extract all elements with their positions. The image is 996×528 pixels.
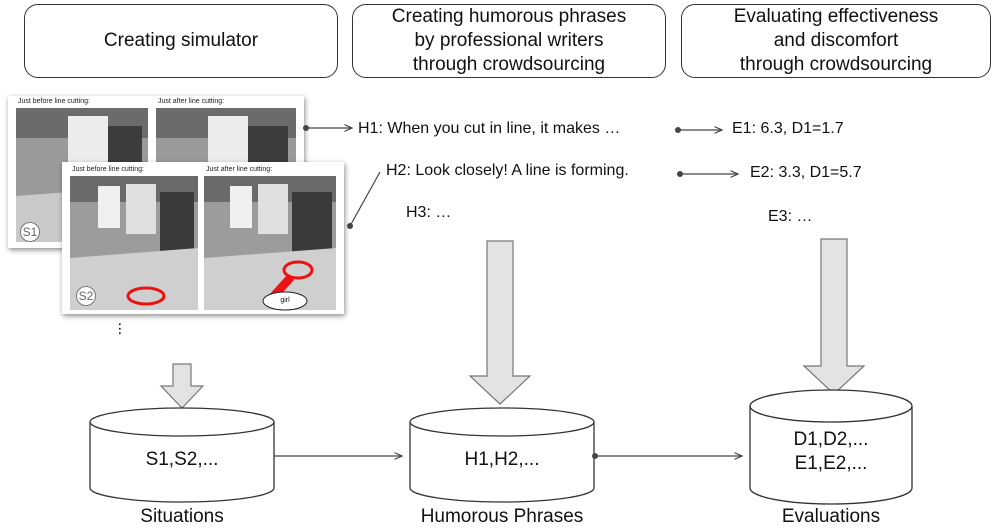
header-label: Evaluating effectiveness and discomfort … <box>733 6 939 75</box>
caption-after: Just after line cutting: <box>206 166 273 173</box>
down-arrow-evaluations <box>802 238 866 395</box>
connector-s1-h1 <box>303 125 352 131</box>
database-situations-content: S1,S2,... <box>145 449 219 470</box>
phrase-h1: H1: When you cut in line, it makes … <box>358 120 621 137</box>
situation-screenshot-s2: Just before line cutting: Just after lin… <box>62 162 344 314</box>
phrase-text: Look closely! A line is forming. <box>415 162 629 179</box>
phrase-id: H1 <box>358 120 379 137</box>
database-phrases <box>409 407 595 503</box>
label-situations: Situations <box>140 506 224 527</box>
header-label: Creating simulator <box>103 30 259 51</box>
connector-h2-e2 <box>677 171 738 177</box>
caption-after: Just after line cutting: <box>158 98 225 105</box>
header-creating-simulator: Creating simulator <box>24 4 338 78</box>
header-creating-phrases: Creating humorous phrases by professiona… <box>352 4 666 78</box>
situation-badge-s2: S2 <box>76 286 96 306</box>
caption-before: Just before line cutting: <box>18 98 90 105</box>
down-arrow-situations <box>159 363 205 409</box>
situation-badge-s1: S1 <box>20 222 40 242</box>
label-evaluations: Evaluations <box>781 506 881 527</box>
database-evaluations <box>749 389 913 505</box>
evaluation-e1: E1: 6.3, D1=1.7 <box>732 120 844 137</box>
evaluation-text: 6.3, D1=1.7 <box>760 120 844 137</box>
down-arrow-phrases <box>468 240 532 405</box>
phrase-id: H2 <box>386 162 407 179</box>
evaluation-text: 3.3, D1=5.7 <box>778 164 862 181</box>
header-evaluating: Evaluating effectiveness and discomfort … <box>681 4 991 78</box>
phrase-text: … <box>435 204 452 221</box>
evaluation-e2: E2: 3.3, D1=5.7 <box>750 164 862 181</box>
evaluation-text: … <box>796 208 813 225</box>
evaluation-id: E2 <box>750 164 770 181</box>
database-situations <box>89 407 275 503</box>
phrase-h2: H2: Look closely! A line is forming. <box>386 162 629 179</box>
phrase-text: When you cut in line, it makes … <box>387 120 621 137</box>
connector-phrases-evaluations <box>592 453 742 459</box>
database-evaluations-content: D1,D2,... E1,E2,... <box>793 429 869 474</box>
connector-h1-e1 <box>675 127 722 133</box>
phrase-id: H3 <box>406 204 427 221</box>
evaluation-id: E1 <box>732 120 752 137</box>
database-phrases-content: H1,H2,... <box>464 449 540 470</box>
phrase-h3: H3: … <box>406 204 452 221</box>
more-situations-ellipsis: ... <box>115 322 132 336</box>
speech-bubble-girl: girl <box>280 297 290 304</box>
header-label: Creating humorous phrases by professiona… <box>391 6 627 75</box>
label-humorous-phrases: Humorous Phrases <box>420 506 584 527</box>
caption-before: Just before line cutting: <box>72 166 144 173</box>
evaluation-id: E3 <box>768 208 788 225</box>
evaluation-e3: E3: … <box>768 208 813 225</box>
connector-s2-h2 <box>347 171 381 229</box>
